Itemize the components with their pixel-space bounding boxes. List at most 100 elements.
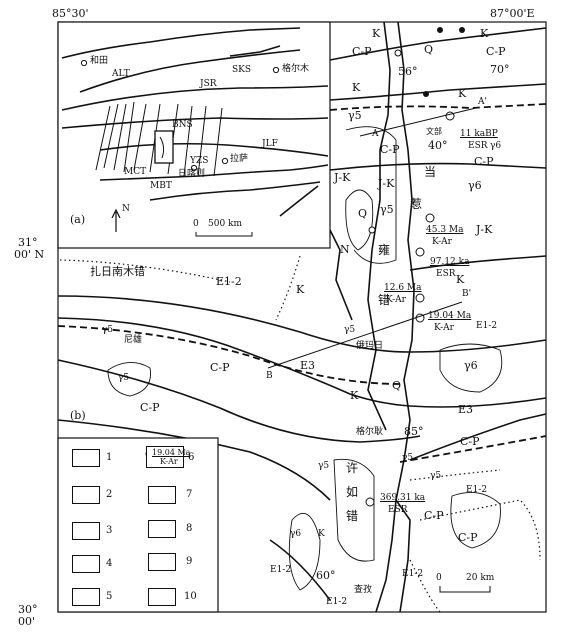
latitude-30-label: 30°: [18, 603, 38, 616]
legend-num-1: 1: [106, 452, 113, 463]
inset-fault-bns: BNS: [172, 120, 193, 130]
unit-cp-2: C-P: [486, 45, 506, 58]
age-1-method: ESR: [468, 141, 488, 151]
inset-panel-label: (a): [70, 213, 86, 226]
place-nixiong: 尼雄: [124, 335, 143, 345]
inset-scale-zero: 0: [193, 219, 199, 229]
age-3-value: 97.12 ka: [430, 257, 470, 267]
inset-north-arrow-icon: [111, 208, 121, 232]
inset-place-hetian: 和田: [90, 56, 109, 66]
place-chasang: 查孜: [354, 585, 373, 595]
legend-num-10: 10: [184, 591, 197, 602]
age-1-value: 11 kaBP: [460, 129, 498, 139]
main-panel-label: (b): [70, 409, 86, 422]
inset-study-area-box: [154, 130, 174, 164]
legend-box-5: [72, 588, 100, 606]
place-xu: 许: [346, 461, 359, 475]
age-3-method: ESR: [436, 269, 456, 279]
profile-a-label: A: [372, 129, 379, 139]
unit-g5-8: γ5: [430, 471, 442, 481]
unit-k-2: K: [480, 27, 489, 40]
unit-g5-4: γ5: [344, 325, 356, 335]
dip-56: 56°: [398, 65, 418, 78]
profile-b-label: B: [266, 371, 273, 381]
inset-scale-500km: 500 km: [208, 219, 243, 229]
main-north-label: N: [340, 243, 350, 256]
unit-e12-1: E1-2: [216, 275, 242, 288]
legend-sample-age: 19.04 Ma: [152, 448, 191, 457]
place-geerdong: 格尔耿: [356, 427, 384, 437]
longitude-east-label: 87°00'E: [490, 7, 535, 20]
unit-k-3: K: [352, 81, 361, 94]
main-fault-zone: [329, 21, 415, 613]
inset-place-lasa: 拉萨: [230, 154, 249, 164]
inset-fault-alt: ALT: [112, 69, 130, 79]
unit-k-5: K: [296, 283, 305, 296]
age-5-method: K-Ar: [434, 323, 454, 333]
ew-faults: [57, 27, 547, 601]
unit-k-6: K: [456, 273, 465, 286]
unit-cp-7: C-P: [460, 435, 480, 448]
place-zari: 扎日南木错: [90, 265, 145, 278]
legend-num-2: 2: [106, 489, 113, 500]
legend-num-4: 4: [106, 558, 113, 569]
unit-cp-3: C-P: [380, 143, 400, 156]
legend-num-9: 9: [186, 556, 193, 567]
profile-b-line: [267, 301, 463, 369]
unit-cp-9: C-P: [458, 531, 478, 544]
unit-jk-1: J-K: [334, 171, 351, 184]
black-dots: [423, 27, 465, 97]
dip-70: 70°: [490, 63, 510, 76]
unit-cp-4: C-P: [474, 155, 494, 168]
inset-north-label: N: [122, 204, 130, 214]
legend-num-3: 3: [106, 525, 113, 536]
inset-fault-sks: SKS: [232, 65, 252, 75]
unit-g5-5: γ5: [118, 373, 130, 383]
unit-cp-5: C-P: [210, 361, 230, 374]
dip-40: 40°: [428, 139, 448, 152]
unit-e12-6: E1-2: [326, 597, 348, 607]
unit-g5-1: γ5: [348, 109, 362, 122]
inset-fault-mbt: MBT: [150, 181, 172, 191]
unit-g6-1: γ6: [490, 141, 502, 151]
age-4-method: K-Ar: [386, 295, 406, 305]
unit-k-7: K: [350, 389, 359, 402]
geermu-city-icon: [272, 66, 280, 74]
suture-lines: [57, 103, 547, 463]
latitude-31-label: 31°: [18, 236, 38, 249]
main-scale-20km: 20 km: [466, 573, 495, 583]
unit-q-2: Q: [358, 207, 368, 220]
inset-fault-mct: MCT: [124, 167, 147, 177]
unit-k-4: K: [458, 87, 467, 100]
unit-g5-7: γ5: [402, 453, 414, 463]
unit-g6-3: γ6: [464, 359, 478, 372]
inset-fault-jlf: JLF: [262, 139, 278, 149]
legend-box-6: [146, 446, 184, 468]
unit-e12-2: E1-2: [476, 321, 498, 331]
hetian-city-icon: [80, 59, 88, 67]
legend-num-6: 6: [188, 452, 195, 463]
unit-g5-3: γ5: [102, 325, 114, 335]
unit-jk-3: J-K: [476, 223, 493, 236]
open-circles: [368, 49, 402, 234]
age-6-value: 369.31 ka: [380, 493, 426, 503]
unit-q-3: Q: [392, 379, 402, 392]
unit-cp-8: C-P: [424, 509, 444, 522]
dip-85: 85°: [404, 425, 424, 438]
geologic-contacts: [59, 255, 541, 613]
unit-cp-1: C-P: [352, 45, 372, 58]
place-ru: 如: [346, 485, 359, 499]
place-cuo2: 错: [346, 509, 359, 523]
dip-60: 60°: [316, 569, 336, 582]
lasa-city-icon: [221, 157, 229, 165]
unit-e3-1: E3: [300, 359, 316, 372]
longitude-west-label: 85°30': [52, 7, 89, 20]
legend-num-8: 8: [186, 523, 193, 534]
legend-box-10: [148, 588, 176, 606]
latitude-30-sub-label: 00': [18, 615, 36, 628]
unit-g6-4: γ6: [290, 529, 302, 539]
legend-num-7: 7: [186, 489, 193, 500]
unit-k-8: K: [318, 529, 325, 539]
legend-box-9: [148, 553, 176, 571]
main-scale-bar: [439, 586, 491, 593]
